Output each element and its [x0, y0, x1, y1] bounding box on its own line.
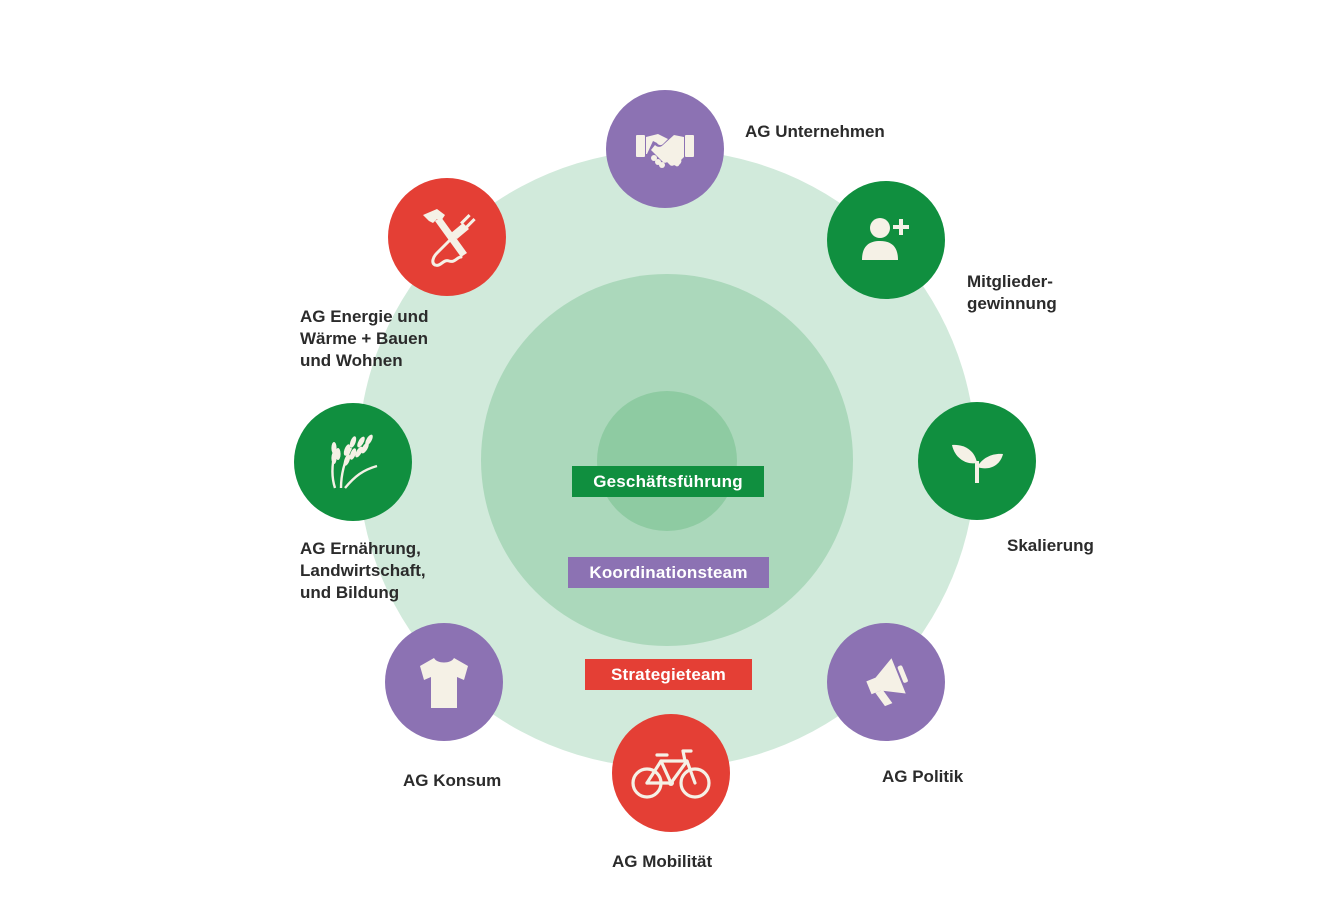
inner-ring — [597, 391, 737, 531]
label-mobilitaet: AG Mobilität — [612, 852, 713, 871]
label-unternehmen: AG Unternehmen — [745, 122, 885, 141]
label-mitglieder: Mitglieder- gewinnung — [967, 272, 1057, 313]
node-unternehmen — [606, 90, 724, 208]
bicycle-icon — [631, 749, 711, 799]
koordinationsteam-tag: Koordinationsteam — [568, 557, 769, 588]
geschaeftsfuehrung-tag: Geschäftsführung — [572, 466, 764, 497]
node-konsum — [385, 623, 503, 741]
node-mobilitaet — [612, 714, 730, 832]
megaphone-icon — [866, 658, 908, 707]
node-politik — [827, 623, 945, 741]
handshake-icon — [636, 134, 694, 168]
node-ernaehrung — [294, 403, 412, 521]
label-skalierung: Skalierung — [1007, 536, 1094, 555]
node-skalierung — [918, 402, 1036, 520]
label-konsum: AG Konsum — [403, 771, 502, 790]
sprout-icon — [952, 444, 1003, 483]
tshirt-icon — [420, 658, 468, 708]
hammer-plug-icon — [423, 209, 476, 267]
node-mitglieder — [827, 181, 945, 299]
wheat-icon — [331, 434, 378, 489]
node-energie — [388, 178, 506, 296]
label-politik: AG Politik — [882, 767, 964, 786]
add-person-icon — [862, 218, 909, 260]
label-ernaehrung: AG Ernährung, Landwirtschaft, und Bildun… — [300, 539, 426, 602]
label-energie: AG Energie und Wärme + Bauen und Wohnen — [300, 307, 429, 370]
strategieteam-tag: Strategieteam — [585, 659, 752, 690]
